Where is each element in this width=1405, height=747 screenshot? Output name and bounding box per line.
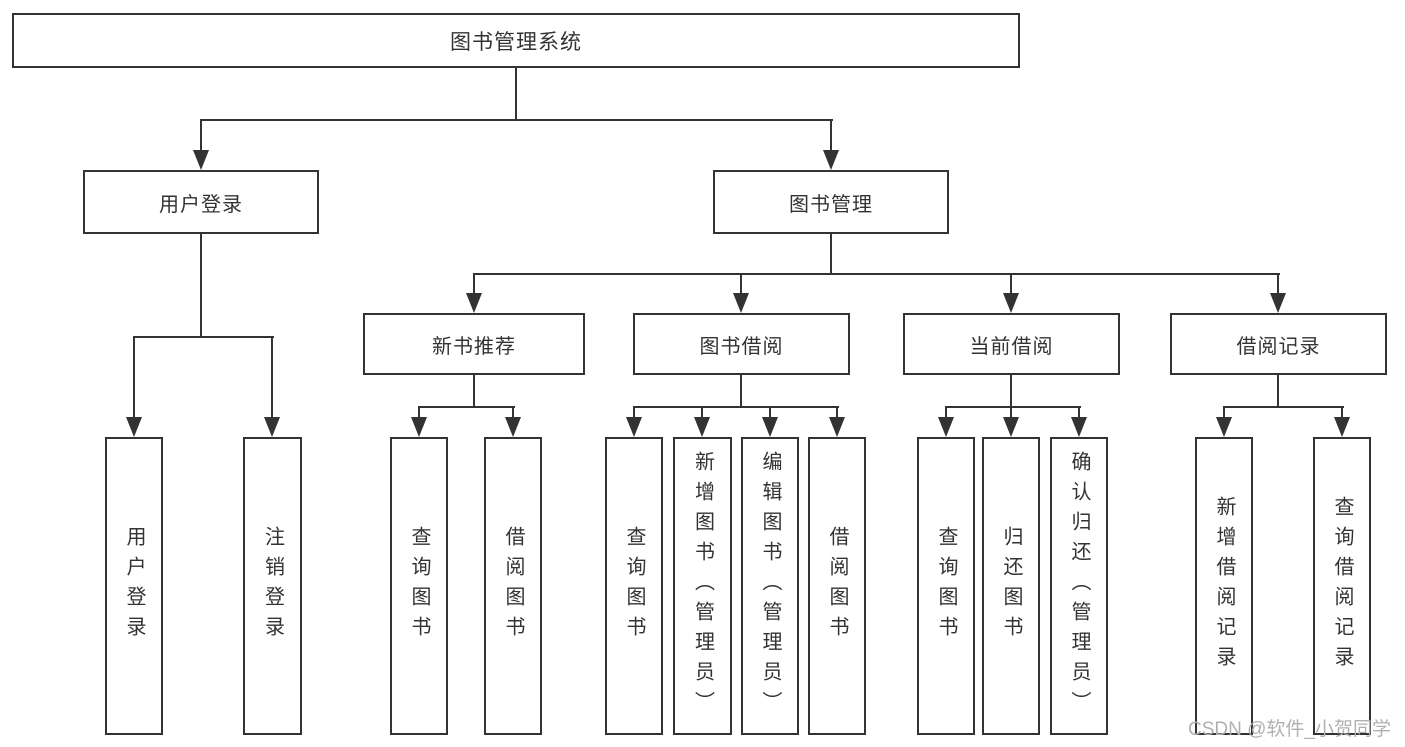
node-new-book-recommend-label: 新书推荐	[432, 335, 516, 358]
node-return-books-label: 归还图书	[1000, 526, 1022, 646]
arrow-down-icon	[1216, 417, 1232, 437]
node-user-login: 用户登录	[83, 170, 319, 234]
node-confirm-return-admin-label: 确认归还（管理员）	[1068, 451, 1090, 721]
arrow-down-icon	[823, 150, 839, 170]
arrow-down-icon	[1003, 293, 1019, 313]
node-query-books-borrowing-label: 查询图书	[623, 526, 645, 646]
connector-line	[133, 336, 135, 417]
connector-line	[200, 119, 833, 121]
node-borrow-books-borrowing-label: 借阅图书	[826, 526, 848, 646]
connector-line	[945, 406, 947, 417]
arrow-down-icon	[938, 417, 954, 437]
connector-line	[200, 234, 202, 338]
connector-line	[1223, 406, 1344, 408]
node-add-book-admin: 新增图书（管理员）	[673, 437, 732, 735]
node-new-book-recommend: 新书推荐	[363, 313, 585, 375]
arrow-down-icon	[264, 417, 280, 437]
node-book-management-label: 图书管理	[789, 193, 873, 216]
connector-line	[1078, 406, 1080, 417]
connector-line	[418, 406, 515, 408]
arrow-down-icon	[193, 150, 209, 170]
connector-line	[271, 336, 273, 417]
node-confirm-return-admin: 确认归还（管理员）	[1050, 437, 1108, 735]
node-query-borrow-record: 查询借阅记录	[1313, 437, 1371, 735]
node-borrow-books-recommend-label: 借阅图书	[502, 526, 524, 646]
node-book-borrowing-label: 图书借阅	[699, 335, 784, 358]
arrow-down-icon	[1270, 293, 1286, 313]
connector-line	[769, 406, 771, 417]
connector-line	[473, 375, 475, 408]
node-query-books-recommend: 查询图书	[390, 437, 448, 735]
node-add-borrow-record-label: 新增借阅记录	[1213, 496, 1235, 676]
connector-line	[200, 119, 202, 150]
node-edit-book-admin-label: 编辑图书（管理员）	[759, 451, 781, 721]
watermark: CSDN @软件_小贺同学	[1188, 719, 1391, 740]
node-borrowing-records-label: 借阅记录	[1236, 335, 1321, 358]
arrow-down-icon	[626, 417, 642, 437]
connector-line	[512, 406, 514, 417]
node-user-login-leaf: 用户登录	[105, 437, 163, 735]
node-logout: 注销登录	[243, 437, 302, 735]
node-query-books-recommend-label: 查询图书	[408, 526, 430, 646]
node-query-books-current: 查询图书	[917, 437, 975, 735]
node-query-borrow-record-label: 查询借阅记录	[1331, 496, 1353, 676]
connector-line	[830, 119, 832, 150]
arrow-down-icon	[733, 293, 749, 313]
arrow-down-icon	[126, 417, 142, 437]
connector-line	[1010, 273, 1012, 293]
connector-line	[740, 273, 742, 293]
arrow-down-icon	[1334, 417, 1350, 437]
connector-line	[633, 406, 635, 417]
node-query-books-current-label: 查询图书	[935, 526, 957, 646]
node-add-book-admin-label: 新增图书（管理员）	[691, 451, 714, 721]
arrow-down-icon	[466, 293, 482, 313]
node-borrow-books-recommend: 借阅图书	[484, 437, 542, 735]
node-root: 图书管理系统	[12, 13, 1020, 68]
node-user-login-label: 用户登录	[159, 193, 243, 216]
connector-line	[830, 234, 832, 275]
node-current-borrowing: 当前借阅	[903, 313, 1120, 375]
connector-line	[133, 336, 274, 338]
connector-line	[1277, 273, 1279, 293]
arrow-down-icon	[762, 417, 778, 437]
node-user-login-leaf-label: 用户登录	[123, 526, 145, 646]
arrow-down-icon	[411, 417, 427, 437]
connector-line	[1223, 406, 1225, 417]
node-borrow-books-borrowing: 借阅图书	[808, 437, 866, 735]
node-current-borrowing-label: 当前借阅	[969, 335, 1054, 358]
node-logout-label: 注销登录	[261, 526, 284, 646]
connector-line	[701, 406, 703, 417]
arrow-down-icon	[1003, 417, 1019, 437]
arrow-down-icon	[694, 417, 710, 437]
node-root-label: 图书管理系统	[450, 30, 582, 54]
connector-line	[1010, 406, 1012, 417]
connector-line	[1010, 375, 1012, 408]
node-edit-book-admin: 编辑图书（管理员）	[741, 437, 799, 735]
connector-line	[945, 406, 1081, 408]
connector-line	[515, 68, 517, 121]
connector-line	[418, 406, 420, 417]
node-query-books-borrowing: 查询图书	[605, 437, 663, 735]
connector-line	[1341, 406, 1343, 417]
connector-line	[740, 375, 742, 408]
node-add-borrow-record: 新增借阅记录	[1195, 437, 1253, 735]
connector-line	[836, 406, 838, 417]
node-book-borrowing: 图书借阅	[633, 313, 850, 375]
connector-line	[633, 406, 839, 408]
connector-line	[473, 273, 475, 293]
connector-line	[473, 273, 1280, 275]
arrow-down-icon	[505, 417, 521, 437]
node-borrowing-records: 借阅记录	[1170, 313, 1387, 375]
node-return-books: 归还图书	[982, 437, 1040, 735]
arrow-down-icon	[1071, 417, 1087, 437]
connector-line	[1277, 375, 1279, 408]
arrow-down-icon	[829, 417, 845, 437]
node-book-management: 图书管理	[713, 170, 949, 234]
